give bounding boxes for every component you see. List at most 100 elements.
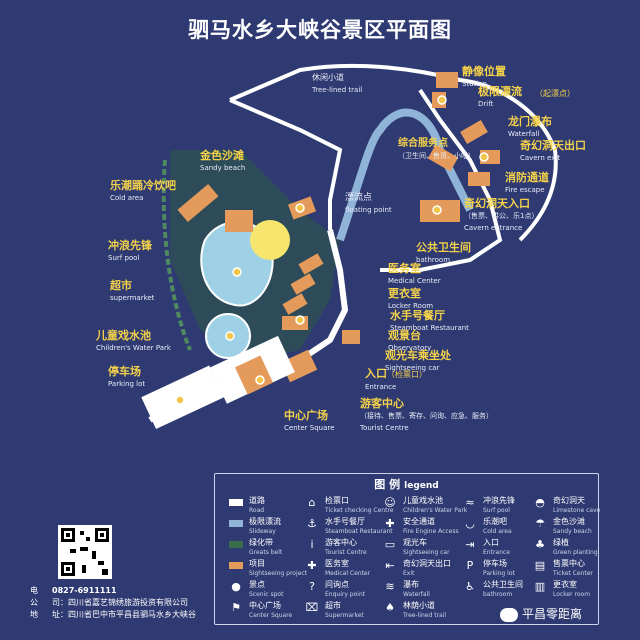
- legend-item-label-en: Sandy beach: [553, 528, 592, 535]
- fire-icon: ✚: [385, 517, 395, 530]
- locker-icon: ▥: [534, 580, 546, 593]
- legend-item-label: 绿植: [553, 538, 569, 547]
- legend-item-label: 冲浪先锋: [483, 496, 515, 505]
- ticket-center-icon: ▤: [534, 559, 546, 572]
- legend-item-label-en: Sightseeing car: [403, 549, 450, 556]
- legend-item-label: 入口: [483, 538, 499, 547]
- legend-item-label-en: bathroom: [483, 591, 513, 598]
- legend-item-label-en: Medical Center: [325, 570, 371, 577]
- legend-item-label-en: Center Square: [249, 612, 293, 619]
- legend-item-beach: ☂ 金色沙滩 Sandy beach: [533, 517, 623, 539]
- legend-item-label: 停车场: [483, 559, 507, 568]
- legend-item-label: 中心广场: [249, 601, 281, 610]
- kids-icon: ☺: [384, 496, 396, 509]
- trail-icon: ♠: [385, 601, 395, 614]
- legend-item-label-en: Slideway: [249, 528, 276, 535]
- legend-item-label: 奇幻洞天出口: [403, 559, 451, 568]
- legend-item-label-en: Scenic spot: [249, 591, 284, 598]
- wechat-watermark: 平昌零距离: [500, 605, 582, 622]
- legend-item-label: 奇幻洞天: [553, 496, 585, 505]
- building-med-1: [298, 253, 324, 275]
- building-cold-area: [177, 184, 219, 222]
- legend-item-label: 瀑布: [403, 580, 419, 589]
- legend-item-label-en: Tourist Centre: [325, 549, 367, 556]
- legend-item-label: 景点: [249, 580, 265, 589]
- info-icon: i: [310, 538, 314, 551]
- legend-item-spot: ● 景点 Scenic spot: [229, 580, 319, 602]
- legend-item-label-en: Parking lot: [483, 570, 515, 577]
- drift-river: [336, 108, 474, 242]
- legend-item-label: 售票中心: [553, 559, 585, 568]
- legend-item-label: 项目: [249, 559, 265, 568]
- legend-item-label-en: Supermarket: [325, 612, 364, 619]
- contact-address: 地址：四川省巴中市平昌县驷马水乡大峡谷: [30, 610, 196, 619]
- legend-item-label-en: Ticket Center: [553, 570, 593, 577]
- legend-item-drift: 极限漂流 Slideway: [229, 517, 319, 539]
- legend-item-label: 观光车: [403, 538, 427, 547]
- legend-item-ticket-center: ▤ 售票中心 Ticket Center: [533, 559, 623, 581]
- ticket-icon: ⌂: [308, 496, 316, 509]
- building-med-3: [282, 293, 308, 315]
- spot-icon: ●: [231, 580, 241, 593]
- legend-item-label: 更衣室: [553, 580, 577, 589]
- question-icon: ?: [309, 580, 315, 593]
- building-fire: [468, 172, 490, 186]
- legend-item-label: 极限漂流: [249, 517, 281, 526]
- legend-item-label: 金色沙滩: [553, 517, 585, 526]
- building-station: [436, 72, 458, 88]
- legend-item-project: 项目 Sightseeing project: [229, 559, 319, 581]
- entrance-icon: ⇥: [465, 538, 475, 551]
- legend-item-label: 超市: [325, 601, 341, 610]
- scenic-spots: [175, 95, 489, 405]
- parking-icon: P: [466, 559, 474, 572]
- legend-title-cn: 图 例: [374, 478, 401, 491]
- label-entrance: 入口（检票口）Entrance: [365, 367, 427, 392]
- restaurant-icon: ⚓: [307, 517, 317, 530]
- building-med-2: [290, 273, 316, 295]
- green-swatch: [229, 541, 243, 548]
- legend-item-label-en: Greats belt: [249, 549, 283, 556]
- flag-icon: ⚑: [231, 601, 241, 614]
- legend-title-en: legend: [404, 481, 439, 491]
- legend-item-label: 医务室: [325, 559, 349, 568]
- contact-company: 公司：四川省嘉艺锦绣旅游投资有限公司: [30, 598, 188, 607]
- qr-code: [58, 525, 112, 579]
- label-drift-note: （起漂点）: [535, 89, 575, 98]
- exit-icon: ⇤: [385, 559, 395, 572]
- building-sand: [225, 210, 253, 232]
- legend-item-label-en: Fire Engine Access: [403, 528, 459, 535]
- legend-item-label-en: Surf pool: [483, 507, 510, 514]
- legend-item-label-en: Locker room: [553, 591, 591, 598]
- beach-icon: ☂: [535, 517, 545, 530]
- legend-item-label-en: Cold area: [483, 528, 512, 535]
- entrance-cn: 入口: [365, 367, 387, 380]
- wechat-icon: [500, 607, 518, 622]
- building-service: [427, 144, 459, 172]
- label-service-point: 综合服务点（卫生间、售货、小吃）: [398, 138, 475, 160]
- legend-item-label-en: Sightseeing project: [249, 570, 307, 577]
